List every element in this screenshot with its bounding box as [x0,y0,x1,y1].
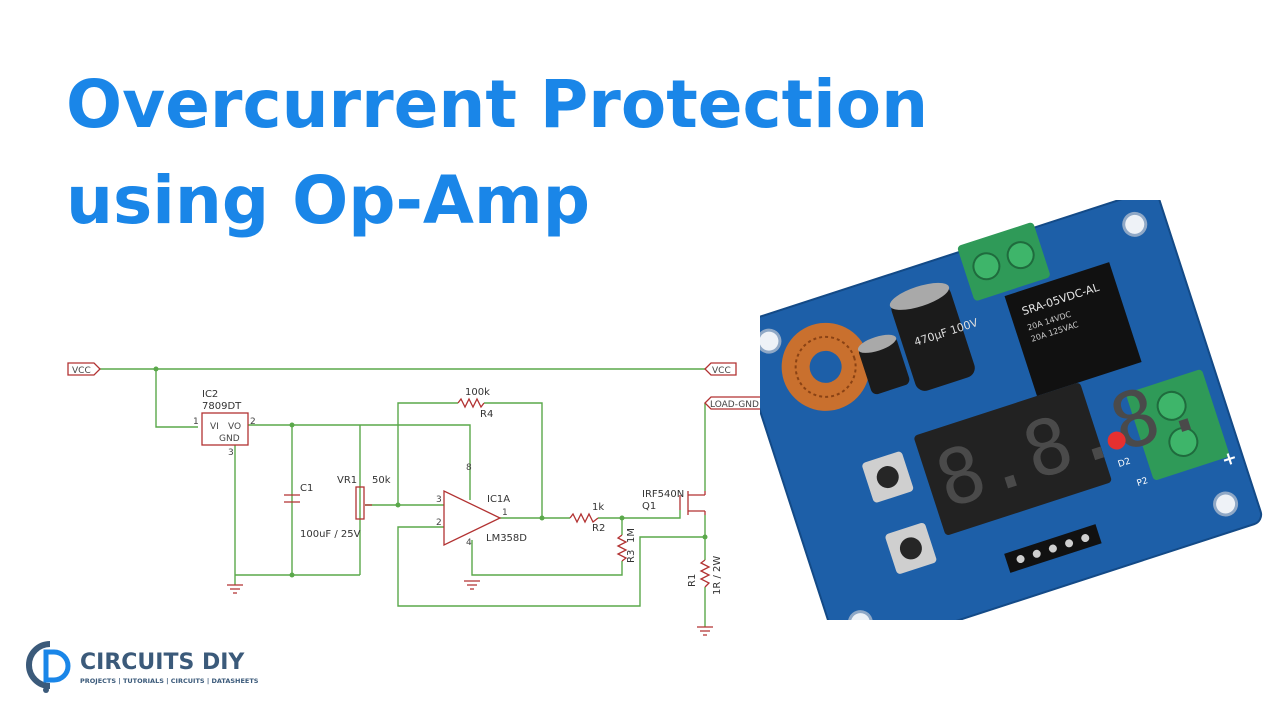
r1-ref: R1 [687,574,698,587]
ic1a-pin-2: 2 [436,518,442,528]
ic1a-pin-4: 4 [466,538,472,548]
terminal-block-top [957,222,1050,301]
r4-value: 100k [465,387,490,398]
circuits-diy-logo: CIRCUITS DIY PROJECTS | TUTORIALS | CIRC… [26,641,259,693]
logo-name: CIRCUITS DIY [80,650,245,675]
ic1a-pin-3: 3 [436,495,442,505]
toroid-inductor [781,322,870,411]
q1-ref: Q1 [642,501,656,512]
ic2-ref: IC2 [202,389,218,400]
regulator-ic2: IC2 7809DT VI VO GND 1 2 3 [193,389,256,458]
net-labels: VCC VCC LOAD-GND [67,362,760,410]
junction-dots [153,366,708,578]
pin-header [1004,524,1102,573]
ic2-part: 7809DT [202,401,242,412]
r3-value: 1M [626,528,637,543]
ground-symbols [227,580,713,636]
net-label-vcc-left: VCC [72,366,91,376]
mounting-hole [760,328,782,354]
mounting-hole [1122,211,1148,237]
capacitor-c1: C1 100uF / 25V [284,483,361,540]
ic2-pin-3: 3 [228,448,234,458]
r4-ref: R4 [480,409,493,420]
ic2-pin-gnd: GND [219,434,240,444]
ic1a-pin-1: 1 [502,508,508,518]
led-indicator [1107,431,1126,450]
relay: SRA-05VDC-AL 20A 14VDC 20A 125VAC [1004,262,1142,396]
logo-cd-mark-icon [26,641,71,693]
r3-ref: R3 [626,550,637,563]
ic2-pin-1: 1 [193,417,199,427]
net-label-vcc-right: VCC [712,366,731,376]
logo-tagline: PROJECTS | TUTORIALS | CIRCUITS | DATASH… [80,677,259,686]
c1-value: 100uF / 25V [300,529,361,540]
resistor-r1: R1 1R / 2W [687,556,723,595]
vr1-ref: VR1 [337,475,357,486]
vr1-value: 50k [372,475,391,486]
circuit-schematic: VCC VCC LOAD-GND IC2 7809DT VI VO GND 1 … [67,362,760,636]
ic1a-part: LM358D [486,533,527,544]
terminal-block-bottom [1126,369,1230,480]
net-label-load-gnd: LOAD-GND [710,400,759,410]
opamp-ic1a: IC1A LM358D 8 3 2 1 4 [436,463,527,548]
d2-label: D2 [1117,457,1132,470]
r2-value: 1k [592,502,604,513]
p2-label: P2 [1136,476,1150,489]
push-button [885,522,937,574]
c1-ref: C1 [300,483,313,494]
resistor-r4: 100k R4 [457,387,493,420]
title-line-2: using Op-Amp [66,162,590,239]
ic2-pin-vo: VO [228,422,241,432]
small-capacitor [857,334,910,395]
resistor-r3: 1M R3 [616,528,637,563]
mounting-hole [847,610,873,620]
r2-ref: R2 [592,523,605,534]
mounting-hole [1213,491,1239,517]
plus-mark: + [1219,447,1240,472]
schematic-wires [100,368,706,627]
electrolytic-capacitor: 470µF 100V [889,282,980,391]
resistor-r2: 1k R2 [569,502,605,534]
r1-value: 1R / 2W [712,556,723,595]
potentiometer-vr1: VR1 50k [337,475,391,520]
push-button [862,451,914,503]
overcurrent-module-pcb: 470µF 100V SRA-05VDC-AL 20A 14VDC 20A 12… [760,200,1263,620]
q1-part: IRF540N [642,489,684,500]
ic2-pin-2: 2 [250,417,256,427]
mosfet-q1: IRF540N Q1 [642,489,706,515]
ic1a-pin-8: 8 [466,463,472,473]
ic1a-ref: IC1A [487,494,510,505]
title-line-1: Overcurrent Protection [66,66,929,143]
ic2-pin-vi: VI [210,422,219,432]
